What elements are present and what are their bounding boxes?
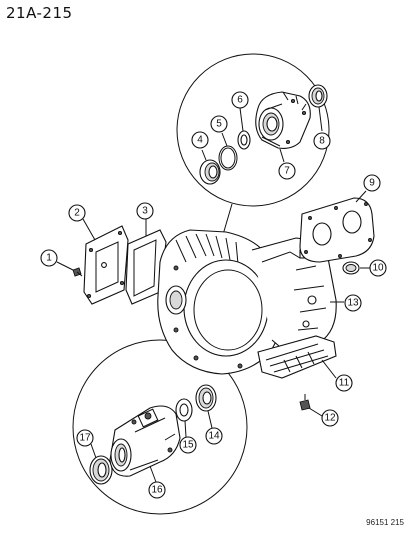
o-ring-5 [218,145,238,171]
bolt-1 [72,267,83,277]
extension-housing-16 [109,405,181,477]
seal-8 [308,84,328,108]
transaxle-case [157,229,344,379]
callout-8: 8 [313,132,331,150]
seal-17 [89,455,113,485]
svg-text:15: 15 [182,440,194,451]
svg-text:8: 8 [319,136,325,147]
seal-14 [195,384,217,412]
callout-1: 1 [40,249,58,267]
svg-text:11: 11 [339,378,350,389]
drain-plug-12 [299,394,311,411]
callout-6: 6 [231,91,249,109]
callout-10: 10 [369,259,387,277]
page-code: 21A-215 [6,4,73,22]
svg-text:14: 14 [208,431,220,442]
bottom-detail-view [72,312,248,515]
callout-7: 7 [278,162,296,180]
svg-text:3: 3 [142,206,148,217]
svg-text:6: 6 [237,95,243,106]
callout-12: 12 [321,409,339,427]
callout-3: 3 [136,202,154,220]
oil-pan-11 [257,335,337,379]
callout-11: 11 [335,374,353,392]
svg-text:2: 2 [74,208,80,219]
extension-housing-7 [255,91,311,149]
svg-text:17: 17 [79,433,91,444]
drawing-number: 96151 215 [366,518,404,527]
callout-4: 4 [191,131,209,149]
svg-text:13: 13 [347,298,359,309]
cover-plate-2 [83,225,129,305]
svg-text:10: 10 [372,263,384,274]
seal-ring-4 [199,159,221,185]
svg-text:5: 5 [216,119,222,130]
svg-text:4: 4 [197,135,203,146]
callout-13: 13 [344,294,362,312]
callout-17: 17 [76,429,94,447]
svg-text:7: 7 [284,166,290,177]
top-detail-view [176,53,330,239]
washer-6 [237,130,251,150]
callout-2: 2 [68,204,86,222]
washer-15 [175,398,193,422]
seal-10 [342,261,360,275]
svg-text:16: 16 [151,485,163,496]
svg-text:9: 9 [369,178,375,189]
callout-15: 15 [179,436,197,454]
svg-text:1: 1 [46,253,52,264]
callout-5: 5 [210,115,228,133]
side-cover-9 [299,197,375,263]
callout-16: 16 [148,481,166,499]
svg-text:12: 12 [324,413,336,424]
callout-9: 9 [363,174,381,192]
callout-14: 14 [205,427,223,445]
